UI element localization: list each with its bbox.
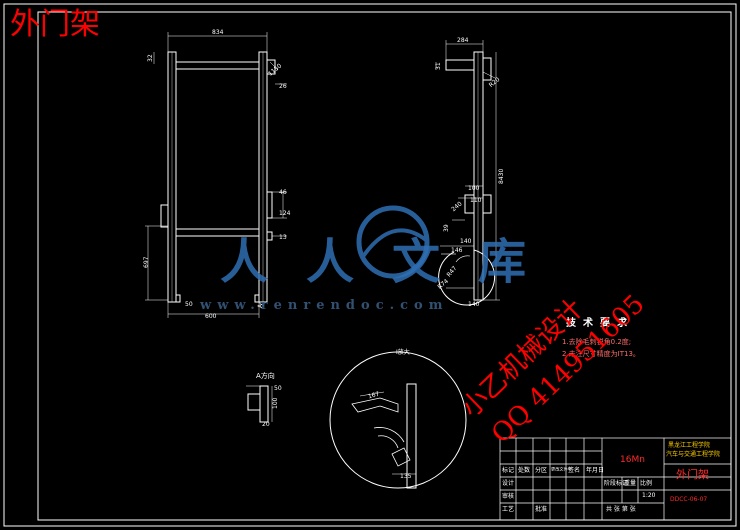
detail-view [329, 351, 467, 489]
dim-a-100: 100 [272, 397, 279, 409]
tech-requirements-title: 技术要求 [566, 318, 634, 329]
tb-scale-value: 1:20 [642, 492, 656, 499]
dim-front-50: 50 [185, 301, 193, 308]
section-mark-a: A [257, 303, 264, 308]
dim-side-31: 31 [435, 62, 442, 70]
dim-front-1150: 1150 [267, 62, 283, 77]
drawing-title: 外门架 [10, 7, 100, 42]
tb-role-design: 设计 [502, 480, 515, 487]
section-a-label: A方向 [256, 371, 275, 380]
tb-row-label-mark: 标记 [502, 467, 515, 474]
section-a-view [246, 385, 273, 423]
tb-row-label-date: 年月日 [586, 467, 605, 474]
side-view [435, 40, 500, 306]
dim-front-124: 124 [279, 210, 291, 217]
tb-material: 16Mn [620, 455, 645, 465]
dim-front-top: 32 [147, 54, 154, 62]
watermark-url: www.renrendoc.com [200, 298, 449, 313]
dim-side-140-bottom: 140 [468, 301, 480, 308]
dim-front-697: 697 [143, 256, 150, 268]
dim-side-240: 240 [450, 200, 463, 213]
dim-front-46: 46 [279, 189, 287, 196]
dim-side-110: 110 [470, 197, 482, 204]
detail-label: I放大 [396, 348, 410, 356]
tb-row-label-zone: 分区 [535, 467, 548, 474]
dim-side-r20: R20 [488, 76, 502, 89]
dim-side-284: 284 [457, 37, 469, 44]
dim-detail-167: 167 [367, 391, 380, 401]
tb-weight-label: 重量 [624, 480, 637, 487]
title-block [499, 437, 732, 521]
dim-side-8430: 8430 [498, 169, 505, 184]
tb-row-label-sign: 签名 [568, 467, 581, 474]
dim-front-600: 600 [205, 313, 217, 320]
tb-sheets: 共 张 第 张 [606, 506, 636, 513]
watermark-brand: 人人文库 [220, 234, 565, 290]
tb-school: 黑龙江工程学院 [668, 442, 711, 449]
tb-row-label-change: 更改文件号 [551, 467, 573, 472]
tb-role-approve: 批准 [535, 506, 548, 513]
dim-side-100: 100 [468, 185, 480, 192]
dim-side-140-top: 140 [460, 238, 472, 245]
dim-detail-135: 135 [400, 473, 412, 480]
sheet-border [3, 3, 737, 527]
tb-scale-label: 比例 [640, 480, 653, 487]
tb-school-sub: 汽车与交通工程学院 [666, 451, 721, 458]
drawing-frame [37, 11, 732, 521]
dim-front-13: 13 [279, 234, 287, 241]
tb-role-review: 审核 [502, 493, 515, 500]
dim-front-26: 26 [279, 83, 287, 90]
tb-role-process: 工艺 [502, 506, 515, 513]
tech-requirement-1: 1.去除毛刺锐角0.2度; [562, 338, 632, 346]
dim-a-20: 20 [262, 421, 270, 428]
dim-front-width: 834 [212, 29, 224, 36]
dim-side-146: 146 [451, 247, 463, 254]
dim-side-39: 39 [443, 224, 450, 232]
front-view [145, 32, 287, 318]
tb-part-name: 外门架 [676, 468, 709, 481]
tb-drawing-no: DDCC-06-07 [670, 496, 708, 503]
dim-a-50: 50 [274, 385, 282, 392]
tb-stage-label: 阶段标记 [604, 480, 629, 487]
watermark-logo [356, 205, 430, 279]
tech-requirement-2: 2.未注尺寸精度为IT13。 [562, 350, 640, 358]
tb-row-label-count: 处数 [518, 467, 531, 474]
